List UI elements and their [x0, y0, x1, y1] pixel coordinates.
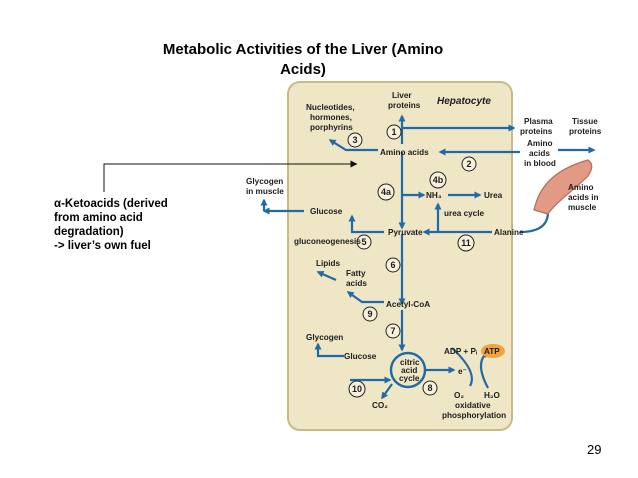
- electron-label: e⁻: [458, 367, 467, 376]
- slide-title-line-2: Acids): [280, 61, 326, 78]
- acetyl-coa-label: Acetyl-CoA: [386, 300, 430, 309]
- citric-acid-cycle-ring: [389, 351, 427, 389]
- step-1: 1: [386, 124, 402, 140]
- glycogen-label: Glycogen: [306, 333, 343, 342]
- hepatocyte-cell: [287, 81, 513, 431]
- annotation-pointer: [103, 160, 358, 192]
- svg-text:10: 10: [352, 384, 362, 394]
- hepatocyte-label: Hepatocyte: [437, 96, 491, 107]
- step-8: 8: [422, 380, 438, 396]
- arrow-to-nucleotides: [328, 139, 378, 152]
- adp-pi-label: ADP + Pᵢ: [444, 347, 477, 356]
- glucose-lower-label: Glucose: [344, 352, 377, 361]
- amino-acids-blood-line-3: in blood: [524, 159, 556, 168]
- co2-label: CO₂: [372, 401, 388, 410]
- arrow-muscle-to-alanine: [519, 211, 550, 234]
- glucose-label: Glucose: [310, 207, 343, 216]
- step-4a: 4a: [377, 183, 395, 201]
- annotation-line-1: α-Ketoacids (derived: [54, 198, 168, 210]
- step-7: 7: [385, 323, 401, 339]
- nucleotides-line-3: porphyrins: [310, 123, 353, 132]
- amino-acids-muscle-line-1: Amino: [568, 183, 593, 192]
- liver-proteins-line-2: proteins: [388, 101, 421, 110]
- tissue-proteins-line-2: proteins: [569, 127, 602, 136]
- urea-cycle-label: urea cycle: [444, 209, 485, 218]
- citric-cycle-line-1: citric: [400, 358, 420, 367]
- svg-text:4b: 4b: [433, 175, 444, 185]
- h2o-label: H₂O: [484, 391, 501, 400]
- glycogen-muscle-line-2: in muscle: [246, 187, 284, 196]
- svg-text:2: 2: [466, 159, 471, 169]
- o2-label: O₂: [454, 391, 464, 400]
- step-4b: 4b: [429, 171, 447, 189]
- citric-cycle-line-2: acid: [401, 366, 417, 375]
- svg-text:6: 6: [390, 260, 395, 270]
- step-9: 9: [362, 306, 378, 322]
- plasma-proteins-line-1: Plasma: [524, 117, 553, 126]
- step-10: 10: [348, 380, 366, 398]
- atp-label: ATP: [484, 347, 500, 356]
- atp-highlight: [481, 344, 505, 358]
- oxidative-line-2: phosphorylation: [442, 411, 506, 420]
- oxidative-line-1: oxidative: [455, 401, 491, 410]
- urea-label: Urea: [484, 191, 503, 200]
- lipids-label: Lipids: [316, 259, 341, 268]
- liver-proteins-line-1: Liver: [392, 91, 412, 100]
- svg-text:11: 11: [461, 238, 471, 248]
- ketoacid-annotation: α-Ketoacids (derived from amino acid deg…: [54, 197, 214, 253]
- citric-cycle-line-3: cycle: [399, 374, 420, 383]
- annotation-line-4: -> liver’s own fuel: [54, 240, 151, 252]
- fatty-acids-line-1: Fatty: [346, 269, 366, 278]
- tissue-proteins-line-1: Tissue: [572, 117, 598, 126]
- step-6: 6: [385, 257, 401, 273]
- fatty-acids-line-2: acids: [346, 279, 367, 288]
- arrow-pyruvate-to-glucose: [348, 214, 384, 234]
- muscle-icon: [533, 159, 593, 215]
- arrow-cycle-to-co2: [381, 383, 393, 400]
- slide-title: Metabolic Activities of the Liver (Amino…: [118, 40, 488, 80]
- amino-acids-blood-line-1: Amino: [527, 139, 552, 148]
- amino-acids-label: Amino acids: [380, 148, 429, 157]
- nh3-label: NH₃: [426, 191, 442, 200]
- arrow-adp-to-atp: [451, 347, 473, 387]
- amino-acids-blood-line-2: acids: [529, 149, 550, 158]
- step-11: 11: [457, 234, 475, 252]
- svg-text:7: 7: [390, 326, 395, 336]
- annotation-line-3: degradation): [54, 226, 124, 238]
- step-5: 5: [356, 234, 372, 250]
- nucleotides-line-2: hormones,: [310, 113, 352, 122]
- plasma-proteins-line-2: proteins: [520, 127, 553, 136]
- step-3: 3: [347, 132, 363, 148]
- svg-text:1: 1: [391, 127, 396, 137]
- nucleotides-line-1: Nucleotides,: [306, 103, 355, 112]
- amino-acids-muscle-line-2: acids in: [568, 193, 599, 202]
- pyruvate-label: Pyruvate: [388, 228, 423, 237]
- page-number: 29: [587, 442, 602, 457]
- svg-text:8: 8: [427, 383, 432, 393]
- svg-text:9: 9: [367, 309, 372, 319]
- step-2: 2: [461, 156, 477, 172]
- slide-title-line-1: Metabolic Activities of the Liver (Amino: [162, 41, 444, 58]
- svg-text:4a: 4a: [381, 187, 392, 197]
- annotation-line-2: from amino acid: [54, 212, 143, 224]
- arrow-acetyl-to-fatty-acids: [346, 291, 384, 304]
- svg-text:5: 5: [361, 237, 366, 247]
- amino-acids-muscle-line-3: muscle: [568, 203, 597, 212]
- glycogen-muscle-line-1: Glycogen: [246, 177, 283, 186]
- alanine-label: Alanine: [494, 228, 524, 237]
- svg-text:3: 3: [352, 135, 357, 145]
- arrow-to-glycogen: [314, 342, 344, 358]
- gluconeogenesis-label: gluconeogenesis: [294, 237, 361, 246]
- arrow-fatty-to-lipids: [316, 270, 337, 282]
